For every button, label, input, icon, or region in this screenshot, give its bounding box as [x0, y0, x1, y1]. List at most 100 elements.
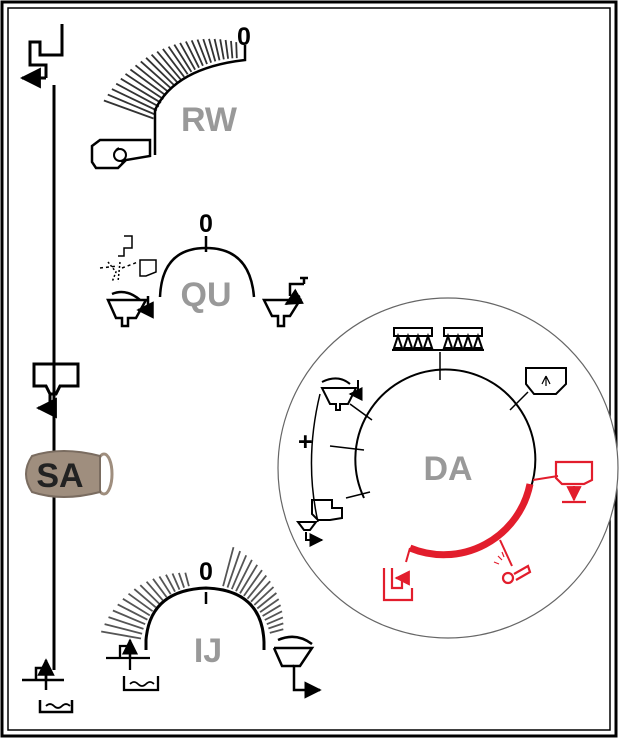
- scale-tick: [108, 616, 144, 630]
- ij-arc: [144, 586, 266, 650]
- scale-tick: [269, 628, 284, 634]
- drain-tank-icon: [554, 460, 594, 504]
- scale-tick: [134, 64, 170, 93]
- scale-tick: [235, 42, 238, 59]
- scale-tick: [179, 42, 196, 71]
- da-connector-red-right: [532, 475, 559, 481]
- ij-water-source-icon: [106, 638, 160, 692]
- scale-tick: [112, 609, 146, 626]
- scale-tick: [173, 44, 193, 73]
- scale-tick: [246, 574, 267, 600]
- qu-dial[interactable]: 0 QU: [99, 210, 308, 328]
- scale-tick: [222, 546, 235, 587]
- scale-tick: [266, 616, 284, 626]
- rw-zero-label: 0: [237, 23, 251, 51]
- scale-tick: [158, 576, 172, 595]
- qu-fill-tank-icon: [106, 290, 154, 328]
- sa-label: SA: [36, 457, 83, 495]
- qu-left-icons: [99, 235, 157, 283]
- da-connector-red-nozzle: [499, 539, 513, 567]
- scale-tick: [184, 572, 190, 587]
- scale-tick: [140, 60, 172, 90]
- qu-tap-tank-icon: [261, 276, 308, 328]
- red-nozzle-icon: [493, 551, 532, 585]
- scale-tick: [111, 88, 158, 112]
- scale-tick: [122, 598, 151, 617]
- da-dial[interactable]: DA +: [277, 297, 619, 639]
- scale-tick: [150, 53, 179, 84]
- da-connector-left-top: [349, 403, 373, 421]
- scale-tick: [213, 38, 221, 61]
- da-outer-circle: [277, 297, 619, 639]
- water-source-icon-left[interactable]: [22, 658, 74, 714]
- ij-zero-label: 0: [199, 558, 213, 586]
- scale-tick: [219, 39, 225, 60]
- scale-tick: [190, 40, 204, 67]
- scale-tick: [165, 574, 176, 593]
- scale-tick: [268, 622, 284, 630]
- da-connector-red-left: [405, 547, 411, 563]
- scale-tick: [103, 99, 154, 120]
- scale-tick: [208, 38, 217, 62]
- scale-tick: [107, 93, 156, 116]
- scale-tick: [171, 573, 181, 590]
- boom-spray-icon: [392, 327, 484, 351]
- scale-tick: [185, 41, 200, 69]
- scale-tick: [235, 559, 253, 592]
- rinse-tank-icon: [90, 138, 152, 170]
- scale-tick: [178, 572, 185, 588]
- scale-tick: [101, 630, 142, 640]
- scale-tick: [167, 46, 189, 75]
- scale-tick: [239, 564, 258, 594]
- scale-tick: [115, 82, 160, 108]
- ij-dial[interactable]: 0 IJ: [101, 546, 322, 699]
- scale-tick: [202, 38, 212, 63]
- suction-tank-icon[interactable]: [32, 362, 80, 419]
- scale-tick: [152, 578, 168, 598]
- sa-button[interactable]: SA: [25, 450, 114, 498]
- scale-tick: [262, 604, 282, 617]
- scale-tick: [162, 48, 185, 78]
- qu-zero-label: 0: [199, 210, 213, 238]
- da-left-bracket: [310, 393, 321, 523]
- scale-tick: [104, 623, 143, 635]
- ij-scale-ticks: [101, 546, 284, 640]
- qu-label: QU: [181, 276, 232, 314]
- scale-tick: [226, 550, 241, 588]
- scale-tick: [256, 592, 277, 610]
- inner-frame: [7, 7, 611, 731]
- rw-scale-ticks: [103, 38, 238, 120]
- ij-label: IJ: [194, 632, 222, 670]
- scale-tick: [253, 586, 275, 606]
- scale-tick: [230, 554, 248, 590]
- scale-tick: [127, 592, 154, 612]
- da-left-bottom-icon: [296, 499, 343, 547]
- da-plus-sign: +: [298, 428, 313, 456]
- scale-tick: [139, 584, 160, 605]
- scale-tick: [117, 603, 148, 621]
- scale-tick: [133, 588, 157, 608]
- ij-induction-hopper-icon: [272, 635, 322, 699]
- scale-tick: [224, 39, 229, 59]
- scale-tick: [264, 610, 283, 621]
- scale-tick: [250, 580, 271, 603]
- scale-tick: [156, 51, 182, 81]
- scale-tick: [129, 68, 167, 97]
- red-fill-icon: [382, 568, 414, 602]
- scale-tick: [145, 581, 164, 601]
- scale-tick: [120, 77, 162, 104]
- scale-tick: [145, 57, 176, 87]
- scale-tick: [196, 39, 208, 65]
- scale-tick: [230, 40, 234, 59]
- da-arc: [354, 368, 537, 499]
- top-transfer-icon[interactable]: [19, 24, 64, 89]
- rw-arc: [153, 45, 247, 155]
- tank-cleaning-icon: [525, 367, 567, 395]
- rw-label: RW: [181, 101, 238, 139]
- da-connector-left-bottom: [345, 491, 371, 499]
- da-label: DA: [423, 450, 472, 488]
- rw-dial[interactable]: 0 RW: [90, 23, 251, 170]
- da-connector-left-mid: [329, 445, 365, 451]
